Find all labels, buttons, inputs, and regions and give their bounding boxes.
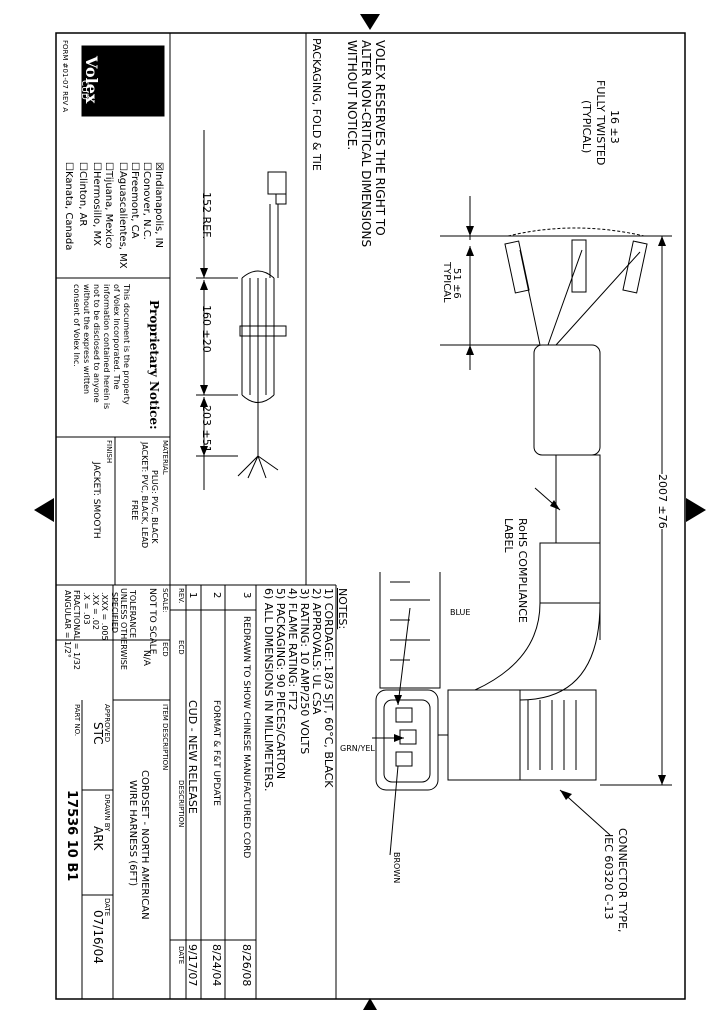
tolerance-line: .XX = .02 [91,592,100,631]
rev-number: 2 [211,592,222,599]
tolerance-line: FRACTIONAL = 1/32 [72,590,81,670]
dim-152: 152 REF. [200,192,213,240]
item-description: WIRE HARNESS (6FT) [127,780,138,887]
rev-header: ECD [177,640,185,655]
wire-brown-label: BROWN [392,852,401,884]
rev-description: REDRAWN TO SHOW CHINESE MANUFACTURED COR… [241,616,251,859]
twist-dim: (TYPICAL) [580,100,593,154]
company-logo-sub: CUD [79,80,89,100]
tolerance-line: UNLESS OTHERWISE [119,588,128,670]
proprietary-line: of Volex Incorporated. The [112,284,121,390]
twist-dim: FULLY TWISTED [594,80,607,166]
checkbox-icon: ☐ [103,162,114,171]
location-item: ☐Hermosillo, MX [91,162,102,246]
connector-label: CONNECTOR TYPE, [616,828,629,933]
proprietary-line: without the express written [82,284,91,395]
rohs-label: LABEL [502,518,515,553]
rev-date: 8/26/08 [240,944,253,987]
rev-number: 3 [241,592,252,599]
packaging-title: PACKAGING, FOLD & TIE [310,38,323,171]
scale-label: SCALE: [161,588,169,613]
checkbox-icon: ☐ [117,162,128,171]
wire-grnyel-label: GRN/YEL [340,744,375,753]
location-item: ☐Freemont, CA [129,162,140,239]
overall-dim: 2007 ±76 [655,474,669,529]
rev-date: 9/17/07 [186,944,199,987]
material-line: FREE [130,500,139,521]
strip-dim: 51 ±6 [451,268,462,299]
rohs-label: RoHS COMPLIANCE [516,518,529,623]
reserve-note-line: WITHOUT NOTICE. [345,40,359,151]
location-item: ☐Conover, N.C. [141,162,152,240]
checkbox-icon: ☐ [129,162,140,171]
item-description-label: ITEM DESCRIPTION [161,704,169,771]
approved-value: STC [91,722,105,745]
rev-date: 8/24/04 [210,944,223,987]
checkbox-icon: ☐ [63,162,74,171]
checkbox-icon: ☒ [153,162,164,171]
material-line: PLUG: PVC, BLACK [150,470,159,544]
form-number: FORM #01-07 REV A [61,40,69,113]
part-number: 17536 10 B1 [64,790,79,882]
checkbox-icon: ☐ [141,162,152,171]
note-item: 2) APPROVALS: UL CSA [310,588,323,715]
note-item: 4) FLAME RATING: FT2 [286,588,299,711]
rev-description: FORMAT & F&T UPDATE [211,700,221,806]
notes-title: NOTES: [336,588,349,630]
item-description: CORDSET - NORTH AMERICAN [139,770,150,920]
proprietary-title: Proprietary Notice: [147,300,161,430]
note-item: 1) CORDAGE: 18/3 SJT, 60°C, BLACK [322,588,335,788]
dim-203: 203 ±51 [200,405,213,453]
tolerance-line: ANGULAR = 1/2° [63,590,72,658]
reserve-note-line: VOLEX RESERVES THE RIGHT TO [373,40,387,236]
proprietary-line: This document is the property [122,284,131,405]
checkbox-icon: ☐ [77,162,88,171]
reserve-note-line: ALTER NON-CRITICAL DIMENSIONS [359,40,373,248]
note-item: 6) ALL DIMENSIONS IN MILLIMETERS. [262,588,275,792]
drawn-by-value: ARK [91,826,105,851]
proprietary-line: information contained herein is [102,284,111,410]
strip-dim: TYPICAL [441,262,452,303]
rev-header: DESCRIPTION [177,780,185,828]
connector-label: IEC 60320 C-13 [602,834,615,920]
tolerance-line: SPECIFIED [110,592,119,634]
tolerance-line: .XXX = .005 [100,592,109,641]
proprietary-line: consent of Volex Inc. [72,284,81,367]
ecd-label: ECD [161,642,169,657]
material-label: MATERIAL [161,440,169,475]
dim-160: 160 ±20 [200,305,213,353]
checkbox-icon: ☐ [91,162,102,171]
location-item: ☐Kanata, Canada [63,162,74,251]
rev-description: CUD - NEW RELEASE [186,700,199,814]
note-item: 3) RATING: 10 AMP/250 VOLTS [298,588,311,755]
note-item: 5) PACKAGING: 90 PIECES/CARTON [274,588,287,780]
location-item: ☒Indianapolis, IN [153,162,164,248]
finish-label: FINISH [105,440,113,464]
location-item: ☐Tijuana, Mexico [103,162,114,249]
part-no-label: PART NO. [73,704,81,737]
material-line: JACKET: PVC, BLACK, LEAD [140,442,149,549]
rev-header: REV. [177,588,185,604]
rev-header: DATE [177,946,185,965]
location-item: ☐Clinton, AR [77,162,88,227]
finish-value: JACKET: SMOOTH [91,462,101,539]
date-value: 07/16/04 [91,910,105,964]
tolerance-line: .X = .03 [82,592,91,625]
tolerance-line: TOLERANCE [128,590,137,639]
location-item: ☐Aguascalientes, MX [117,162,128,269]
scale-value: NOT TO SCALE [147,588,157,655]
ecd-value: N/A [141,650,151,666]
proprietary-line: not to be disclosed to anyone [92,284,101,403]
wire-blue-label: BLUE [450,608,471,617]
rev-number: 1 [187,592,198,599]
twist-dim: 16 ±3 [608,110,621,144]
